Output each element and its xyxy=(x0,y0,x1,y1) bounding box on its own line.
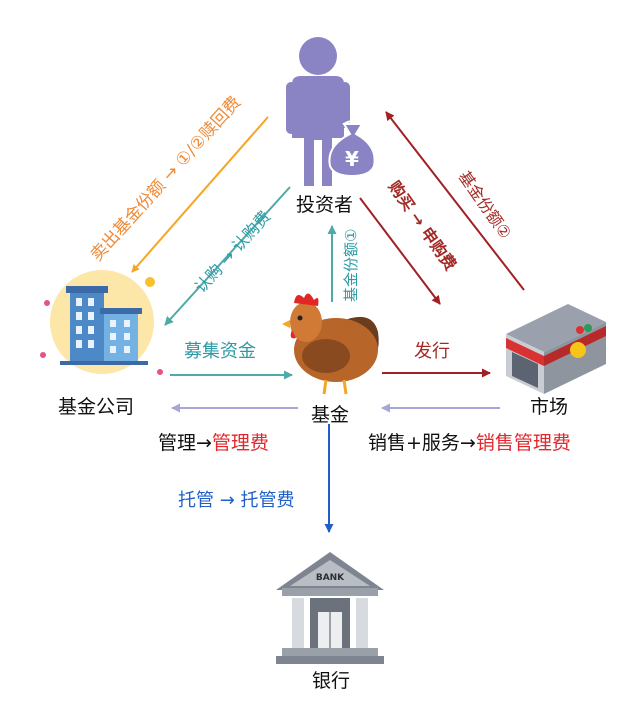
market-label: 市场 xyxy=(530,396,569,418)
sales-fee-row: 销售+服务→销售管理费 xyxy=(368,434,571,453)
bank-sign: BANK xyxy=(316,573,345,583)
arrow-purchase xyxy=(359,197,441,305)
office-building-icon xyxy=(40,270,163,375)
sales-fee: 销售管理费 xyxy=(475,432,571,454)
bank-label: 银行 xyxy=(312,670,351,692)
management-fee: 管理费 xyxy=(211,432,269,454)
sales-prefix: 销售+服务→ xyxy=(368,432,476,454)
money-symbol: ¥ xyxy=(345,147,359,171)
fund-shares-2-label: 基金份额② xyxy=(455,167,516,242)
bank-building-icon xyxy=(276,552,384,664)
management-fee-row: 管理→管理费 xyxy=(158,434,269,453)
sell-shares-label: 卖出基金份额 → ①/②赎回费 xyxy=(87,93,245,266)
arrow-subscribe xyxy=(164,186,291,326)
shop-icon xyxy=(506,77,606,394)
fund-company-label: 基金公司 xyxy=(58,396,135,418)
issue-label: 发行 xyxy=(414,341,450,362)
arrow-sell-shares xyxy=(131,116,269,273)
management-prefix: 管理→ xyxy=(158,432,212,454)
subscribe-label: 认购 → 认购费 xyxy=(191,207,274,297)
money-bag-icon xyxy=(328,120,376,178)
fund-shares-1-label: 基金份额① xyxy=(342,229,360,302)
fund-label: 基金 xyxy=(311,404,350,426)
raise-funds-label: 募集资金 xyxy=(184,341,256,362)
chicken-icon xyxy=(282,293,379,395)
arrow-fund-shares-2 xyxy=(385,111,525,291)
investor-label: 投资者 xyxy=(296,194,354,216)
custody-label: 托管 → 托管费 xyxy=(178,490,295,511)
